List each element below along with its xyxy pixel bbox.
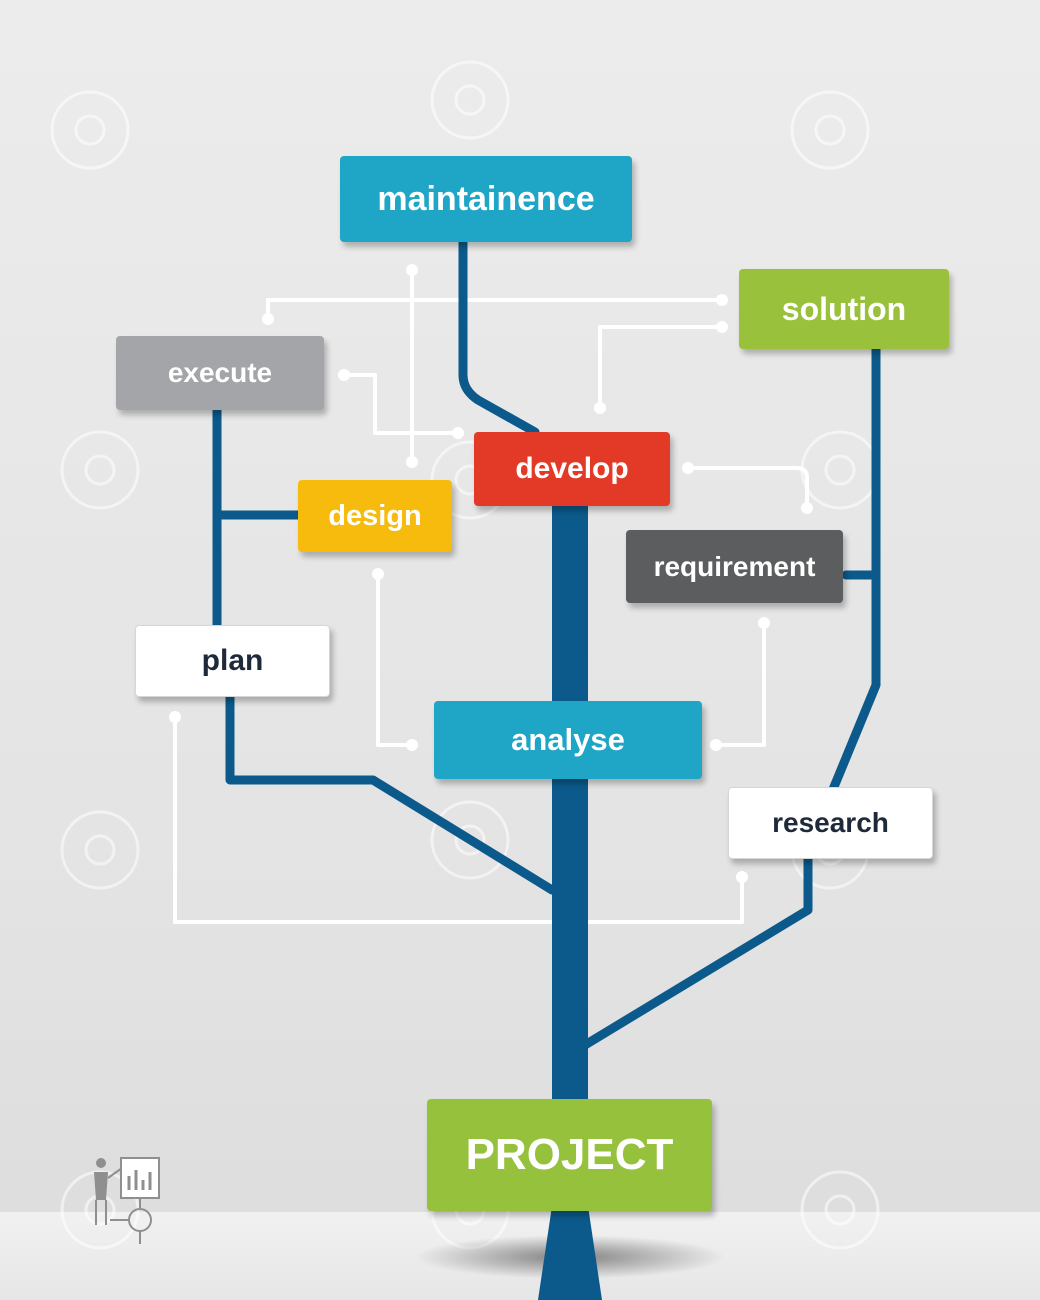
node-maintainence: maintainence: [340, 156, 632, 242]
node-label: maintainence: [377, 179, 595, 218]
connector-dots: [169, 264, 813, 883]
node-design: design: [298, 480, 452, 552]
node-label: PROJECT: [465, 1130, 674, 1179]
node-analyse: analyse: [434, 701, 702, 779]
trunk-root: [538, 1206, 602, 1300]
node-label: execute: [167, 357, 273, 388]
node-requirement: requirement: [626, 530, 843, 603]
node-label: solution: [781, 290, 907, 327]
node-label: research: [772, 807, 889, 838]
tree-trunk: [552, 500, 588, 1206]
node-label: develop: [515, 452, 629, 485]
node-develop: develop: [474, 432, 670, 506]
watermark-icon: [60, 430, 140, 510]
presenter-icon: [94, 1157, 160, 1244]
node-execute: execute: [116, 336, 324, 410]
watermark-icon: [790, 90, 870, 170]
node-label: design: [328, 499, 422, 532]
node-solution: solution: [739, 269, 949, 349]
watermark-icon: [800, 1170, 880, 1250]
node-plan: plan: [135, 625, 330, 697]
watermark-icon: [430, 60, 510, 140]
node-label: requirement: [653, 550, 816, 582]
node-research: research: [728, 787, 933, 859]
watermark-icon: [60, 810, 140, 890]
watermark-icon: [800, 430, 880, 510]
node-project: PROJECT: [427, 1099, 712, 1211]
node-label: analyse: [511, 722, 625, 757]
connector-lines: [173, 268, 809, 924]
watermark-icon: [50, 90, 130, 170]
watermark-icon: [430, 800, 510, 880]
node-label: plan: [201, 644, 264, 677]
